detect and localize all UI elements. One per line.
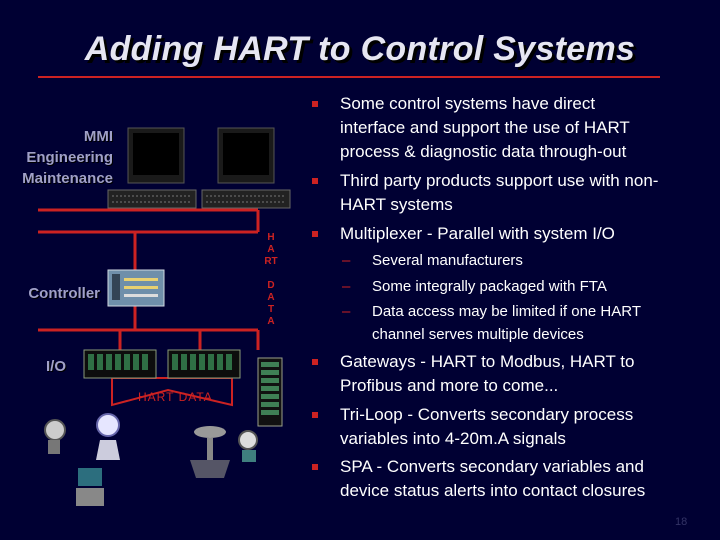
vertical-letter: RT <box>264 256 278 267</box>
workstation-1 <box>107 127 197 209</box>
bullet-line: Profibus and more to come... <box>340 376 559 395</box>
io-rack-1 <box>83 349 157 379</box>
control-valve-device <box>190 426 230 478</box>
title-underline <box>38 76 660 78</box>
vertical-letter: A <box>267 292 275 303</box>
sub-bullet-text: Several manufacturers <box>372 252 523 269</box>
controller-label: Controller <box>28 285 100 302</box>
bullet-line: SPA - Converts secondary variables and <box>340 457 644 476</box>
bullet-marker <box>312 178 318 184</box>
bullet-marker <box>312 359 318 365</box>
transmitter-device-3 <box>76 468 104 506</box>
io-label: I/O <box>45 358 66 375</box>
bullet-text: Third party products support use with no… <box>340 169 658 217</box>
bullet-text: Tri-Loop - Converts secondary process va… <box>340 403 633 451</box>
workstation-2 <box>201 127 291 209</box>
page-number: 18 <box>675 516 688 528</box>
bullet-line: HART systems <box>340 195 453 214</box>
bullet-marker <box>312 101 318 107</box>
transmitter-device-1 <box>44 419 66 454</box>
vertical-letter: A <box>267 244 275 255</box>
slide-title: Adding HART to Control Systems <box>84 30 636 68</box>
mmi-label-line-2: Engineering <box>26 149 113 166</box>
mmi-label-line-1: MMI <box>83 128 113 145</box>
vertical-letter: H <box>267 232 275 243</box>
bullet-line: device status alerts into contact closur… <box>340 481 646 500</box>
bullet-line: variables into 4-20m.A signals <box>340 429 566 448</box>
bullet-line: interface and support the use of HART <box>340 118 630 137</box>
sub-bullet-dash: – <box>342 278 351 295</box>
bullet-marker <box>312 412 318 418</box>
bullet-line: Multiplexer - Parallel with system I/O <box>340 224 615 243</box>
sub-bullet-text: Some integrally packaged with FTA <box>372 278 607 295</box>
transmitter-device-4 <box>238 430 258 462</box>
bullet-line: Gateways - HART to Modbus, HART to <box>340 352 635 371</box>
bullet-line: Some control systems have direct <box>340 94 596 113</box>
multiplexer-unit <box>257 357 283 427</box>
vertical-letter: D <box>267 280 275 291</box>
bullet-marker <box>312 464 318 470</box>
bullet-text: SPA - Converts secondary variables and d… <box>340 455 645 503</box>
hart-data-vertical-label: H A RT D A T A <box>256 232 286 328</box>
sub-bullet-dash: – <box>342 303 351 320</box>
vertical-letter: A <box>267 316 275 327</box>
sub-bullet-line: Data access may be limited if one HART <box>372 303 641 320</box>
bullet-text: Some control systems have direct interfa… <box>340 92 630 164</box>
vertical-spacer <box>256 268 286 280</box>
sub-bullet-line: channel serves multiple devices <box>372 326 584 343</box>
transmitter-device-2 <box>96 413 120 460</box>
mmi-label: MMI Engineering Maintenance <box>0 126 113 189</box>
mmi-label-line-3: Maintenance <box>22 170 113 187</box>
bullet-line: Third party products support use with no… <box>340 171 659 190</box>
controller-unit <box>107 269 165 307</box>
vertical-letter: T <box>267 304 275 315</box>
bullet-line: process & diagnostic data through-out <box>340 142 627 161</box>
bullet-marker <box>312 231 318 237</box>
bullet-text: Multiplexer - Parallel with system I/O <box>340 222 615 246</box>
sub-bullet-text: Data access may be limited if one HART c… <box>372 300 641 346</box>
bullet-line: Tri-Loop - Converts secondary process <box>340 405 634 424</box>
hart-data-label: HART DATA <box>138 390 213 404</box>
bullet-text: Gateways - HART to Modbus, HART to Profi… <box>340 350 634 398</box>
io-rack-2 <box>167 349 241 379</box>
sub-bullet-dash: – <box>342 252 351 269</box>
